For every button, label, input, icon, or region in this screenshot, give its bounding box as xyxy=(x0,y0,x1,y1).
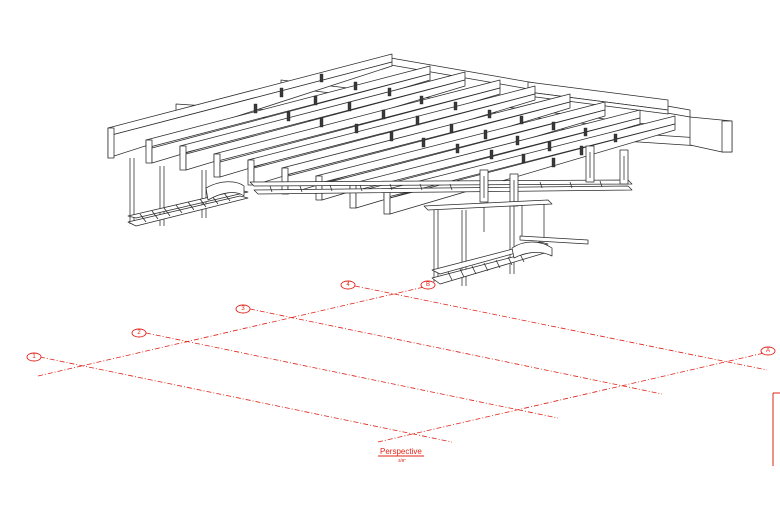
hanger-rods xyxy=(253,73,618,168)
grid-bubble-A[interactable]: A xyxy=(760,346,776,356)
view-scale: 3/8" xyxy=(398,458,406,463)
grid-bubble-4[interactable]: 4 xyxy=(340,280,356,290)
grid-bubble-1[interactable]: 1 xyxy=(26,352,42,362)
view-title: Perspective xyxy=(380,447,422,456)
grid-bubble-B[interactable]: B xyxy=(420,280,436,290)
grid-bubble-2-label: 2 xyxy=(137,330,141,336)
grid-line-A[interactable] xyxy=(377,352,765,443)
grid-line-2[interactable] xyxy=(145,332,559,419)
grid-line-4[interactable] xyxy=(354,285,768,371)
grid-bubble-1-label: 1 xyxy=(32,354,36,360)
left-tray-frame xyxy=(127,158,249,227)
grid-bubble-4-label: 4 xyxy=(346,282,350,288)
grid-bubble-3[interactable]: 3 xyxy=(235,304,251,314)
middle-tray xyxy=(249,179,633,195)
structure-model xyxy=(107,53,733,286)
grid-bubble-3-label: 3 xyxy=(241,306,245,312)
grid-bubble-2[interactable]: 2 xyxy=(131,328,147,338)
view-title-block[interactable]: Perspective 3/8" xyxy=(378,447,424,463)
grid-line-1[interactable] xyxy=(39,356,453,443)
right-drop-tray xyxy=(423,145,629,286)
grid-lines xyxy=(37,285,768,443)
grid-bubble-A-label: A xyxy=(766,348,770,354)
grid-line-3[interactable] xyxy=(249,308,663,395)
grid-bubble-B-label: B xyxy=(426,282,430,288)
sheet-edge-mark xyxy=(772,392,780,466)
grid-line-B[interactable] xyxy=(37,286,425,377)
